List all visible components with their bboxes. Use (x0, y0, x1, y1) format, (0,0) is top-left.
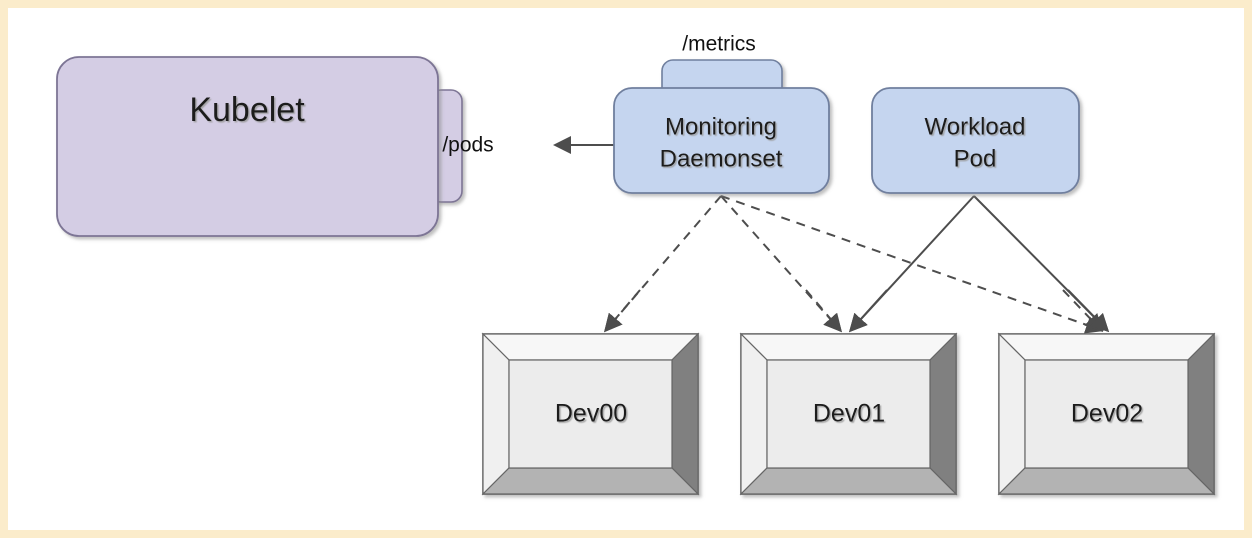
node-workload-pod[interactable]: Workload Pod (871, 87, 1080, 194)
dev02-face (1024, 359, 1189, 469)
dev01-label: Dev01 (813, 400, 885, 428)
dev01-bevel-bottom (739, 467, 958, 495)
dev00-bevel-bottom (481, 467, 700, 495)
edge-arrowhead-overlay (604, 289, 1110, 333)
dev00-face (508, 359, 673, 469)
dev01-face (766, 359, 931, 469)
arrowhead-dev01-dashed (805, 289, 842, 333)
dev02-bevel-top (997, 333, 1216, 361)
node-device-dev02[interactable]: Dev02 (997, 332, 1216, 496)
edge-monitoring-to-dev02 (720, 195, 1104, 334)
arrowhead-dev01-solid (848, 289, 888, 333)
dev00-bevel-right (671, 332, 699, 496)
arrowhead-dev02-solid (1067, 289, 1110, 333)
arrowhead-dev00 (604, 289, 641, 333)
dev02-bevel-bottom (997, 467, 1216, 495)
node-monitoring-daemonset[interactable]: Monitoring Daemonset (613, 59, 830, 194)
node-device-dev00[interactable]: Dev00 (481, 332, 700, 496)
dev01-bevel-left (740, 332, 768, 496)
dev00-label: Dev00 (555, 400, 627, 428)
pods-endpoint-label: /pods (442, 134, 493, 157)
monitoring-label-line2: Daemonset (660, 145, 783, 172)
node-device-dev01[interactable]: Dev01 (739, 332, 958, 496)
monitoring-label-line1: Monitoring (665, 113, 777, 140)
monitoring-body (613, 87, 830, 194)
dev00-bevel-top (481, 333, 700, 361)
workload-pod-body (871, 87, 1080, 194)
metrics-endpoint-label: /metrics (682, 33, 756, 56)
kubelet-body (56, 56, 439, 237)
dev02-label: Dev02 (1071, 400, 1143, 428)
workload-pod-label-line2: Pod (954, 145, 997, 172)
node-kubelet[interactable]: Kubelet (56, 56, 463, 237)
workload-pod-label-line1: Workload (925, 113, 1026, 140)
dev01-bevel-right (929, 332, 957, 496)
dev00-bevel-left (482, 332, 510, 496)
dev01-bevel-top (739, 333, 958, 361)
dev02-bevel-right (1187, 332, 1215, 496)
dev02-bevel-left (998, 332, 1026, 496)
kubelet-label: Kubelet (189, 91, 305, 129)
